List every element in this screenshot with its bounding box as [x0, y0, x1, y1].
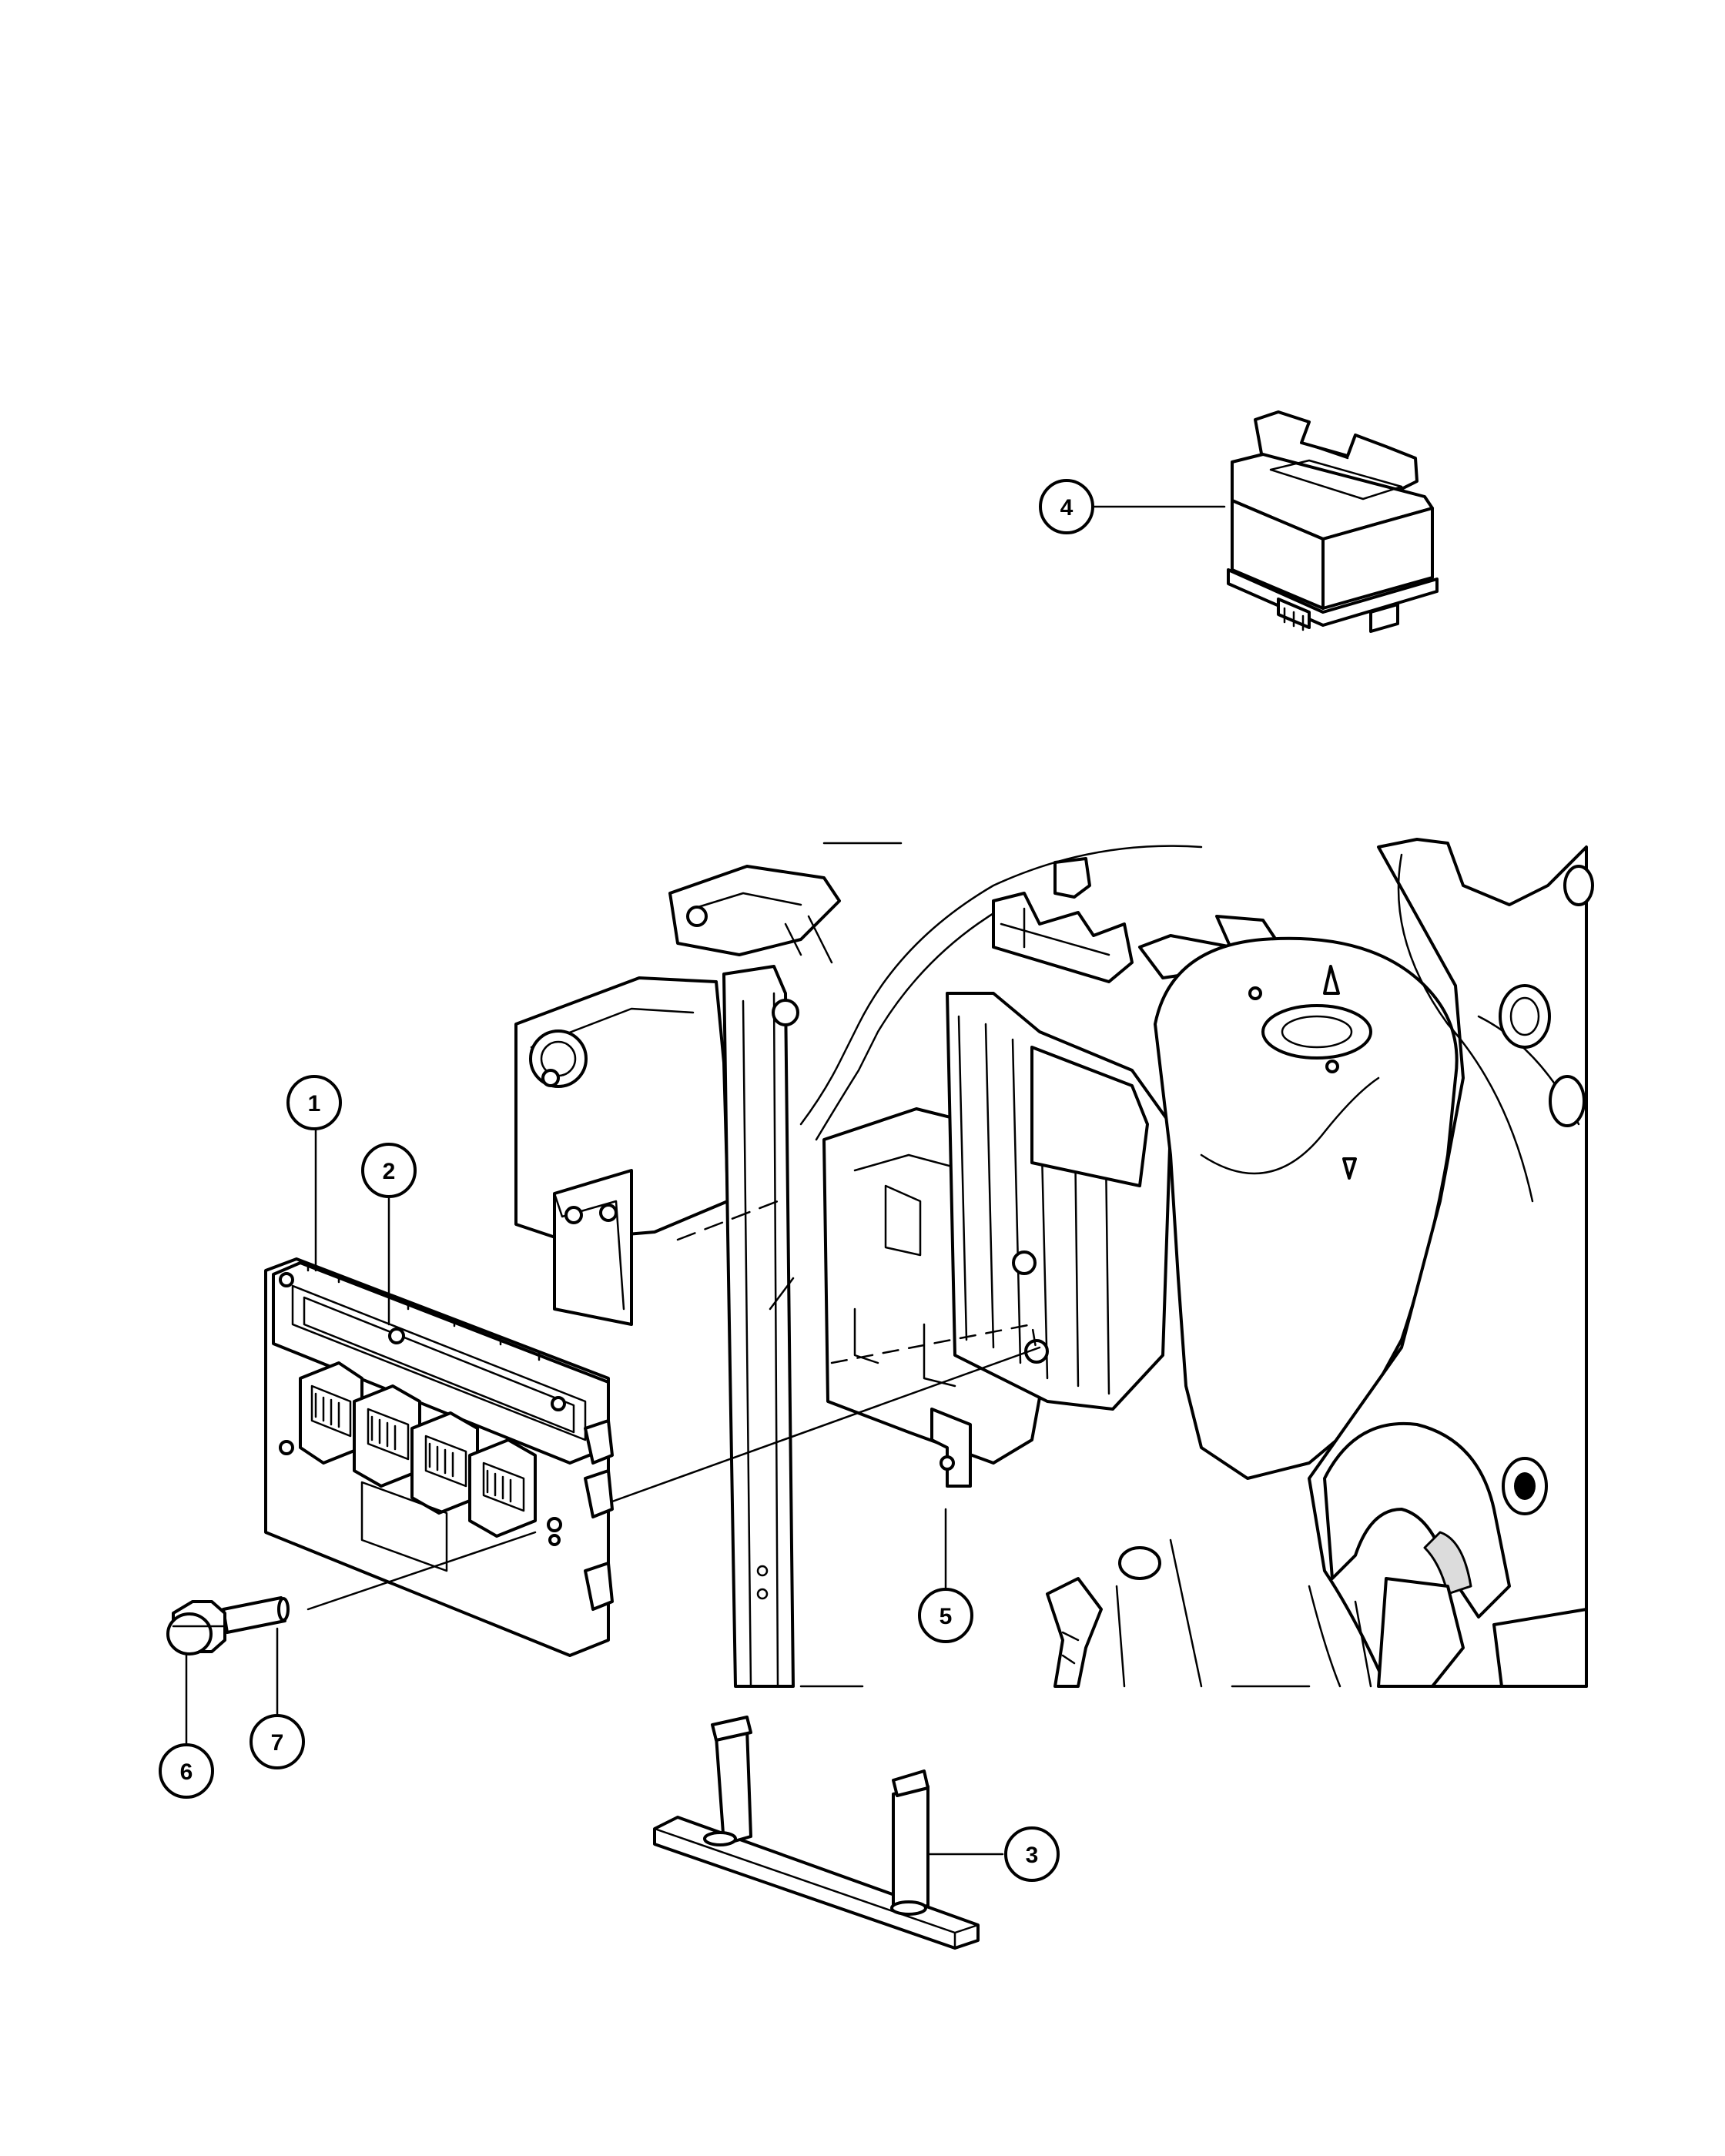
- callout-5-label: 5: [940, 1604, 953, 1629]
- callout-1-label: 1: [308, 1091, 321, 1116]
- relay-module: [1227, 410, 1439, 633]
- callout-5: 5: [918, 1588, 973, 1643]
- leader-lines: [185, 505, 1226, 1856]
- bolt: [166, 1596, 290, 1656]
- guide-pin-tool: [653, 1716, 980, 1950]
- callout-4: 4: [1039, 479, 1094, 534]
- callout-2-label: 2: [383, 1159, 396, 1184]
- vehicle-body-structure: [514, 838, 1594, 1688]
- callout-6: 6: [159, 1743, 214, 1799]
- callout-4-label: 4: [1060, 495, 1074, 521]
- callout-7-label: 7: [271, 1730, 284, 1756]
- callout-3: 3: [1004, 1826, 1060, 1882]
- callout-1: 1: [286, 1075, 342, 1130]
- callout-3-label: 3: [1026, 1843, 1039, 1868]
- assembly-lines: [306, 1200, 1041, 1611]
- callout-6-label: 6: [180, 1759, 193, 1785]
- callout-7: 7: [250, 1714, 305, 1769]
- powertrain-control-module: [264, 1257, 614, 1657]
- callout-2: 2: [361, 1143, 417, 1198]
